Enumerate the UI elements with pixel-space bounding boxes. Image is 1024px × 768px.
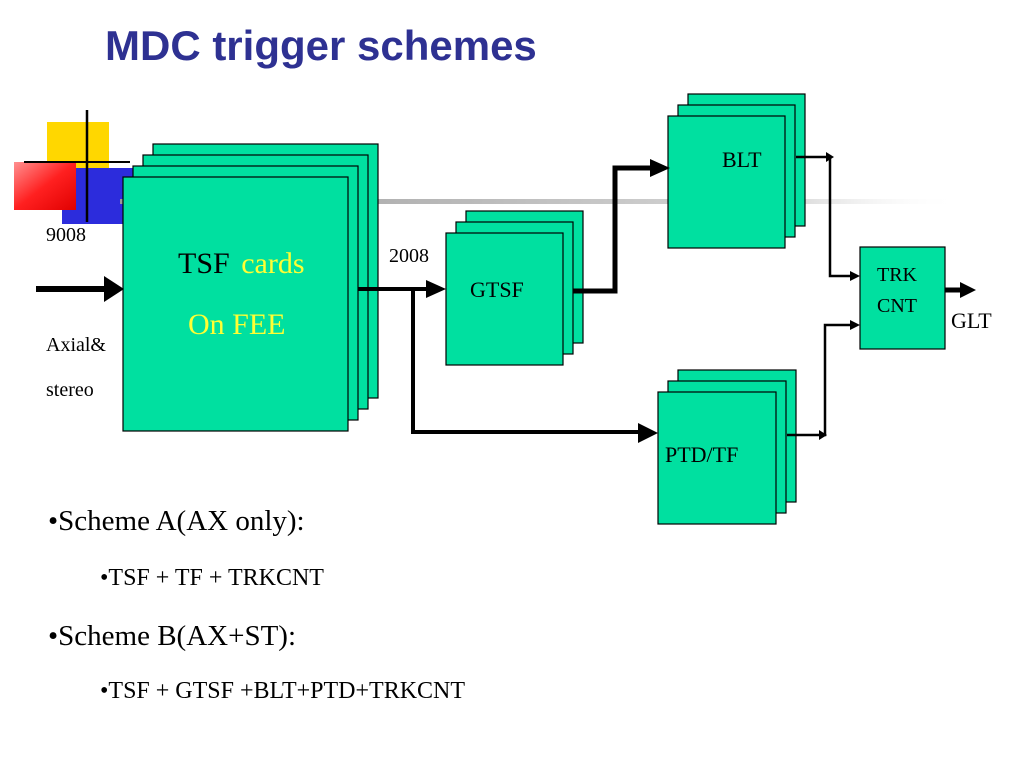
tsf-on-fee-label: On FEE xyxy=(188,308,286,341)
header-rule xyxy=(120,199,960,204)
link-count-label: 2008 xyxy=(389,245,429,267)
tsf-word: TSF xyxy=(178,247,230,280)
tsf-cards-word: cards xyxy=(241,247,304,280)
scheme-b-bullet: •Scheme B(AX+ST): xyxy=(48,620,297,652)
trk-label-line1: TRK xyxy=(877,264,918,286)
tsf-card-front xyxy=(122,176,349,432)
gtsf-card-stack xyxy=(445,210,584,366)
scheme-a-detail: •TSF + TF + TRKCNT xyxy=(100,565,324,591)
gtsf-to-blt-arrow xyxy=(573,165,652,294)
input-arrow-head xyxy=(104,276,124,302)
trkcnt-box xyxy=(859,246,946,350)
input-count-label: 9008 xyxy=(46,224,86,246)
scheme-a-bullet: •Scheme A(AX only): xyxy=(48,505,305,537)
gtsf-label: GTSF xyxy=(470,277,524,302)
ptd-label: PTD/TF xyxy=(665,442,738,467)
blt-card-stack xyxy=(667,93,806,249)
tsf-to-ptd-arrow xyxy=(411,291,640,434)
ptd-card-stack xyxy=(657,369,797,525)
input-type-line1: Axial& xyxy=(46,334,106,356)
tsf-card-stack xyxy=(122,143,379,432)
scheme-b-detail: •TSF + GTSF +BLT+PTD+TRKCNT xyxy=(100,678,466,704)
tsf-card-label: TSF cards xyxy=(178,247,305,280)
blt-label: BLT xyxy=(722,147,762,172)
blt-to-trkcnt-arrow xyxy=(796,155,852,278)
glt-output-label: GLT xyxy=(951,308,992,333)
deco-red-square xyxy=(14,162,76,210)
input-type-line2: stereo xyxy=(46,379,94,401)
decorative-squares xyxy=(14,110,134,224)
trk-label-line2: CNT xyxy=(877,295,917,317)
slide-title: MDC trigger schemes xyxy=(105,22,537,69)
ptd-to-trkcnt-arrow xyxy=(787,323,852,437)
connections xyxy=(36,152,976,443)
